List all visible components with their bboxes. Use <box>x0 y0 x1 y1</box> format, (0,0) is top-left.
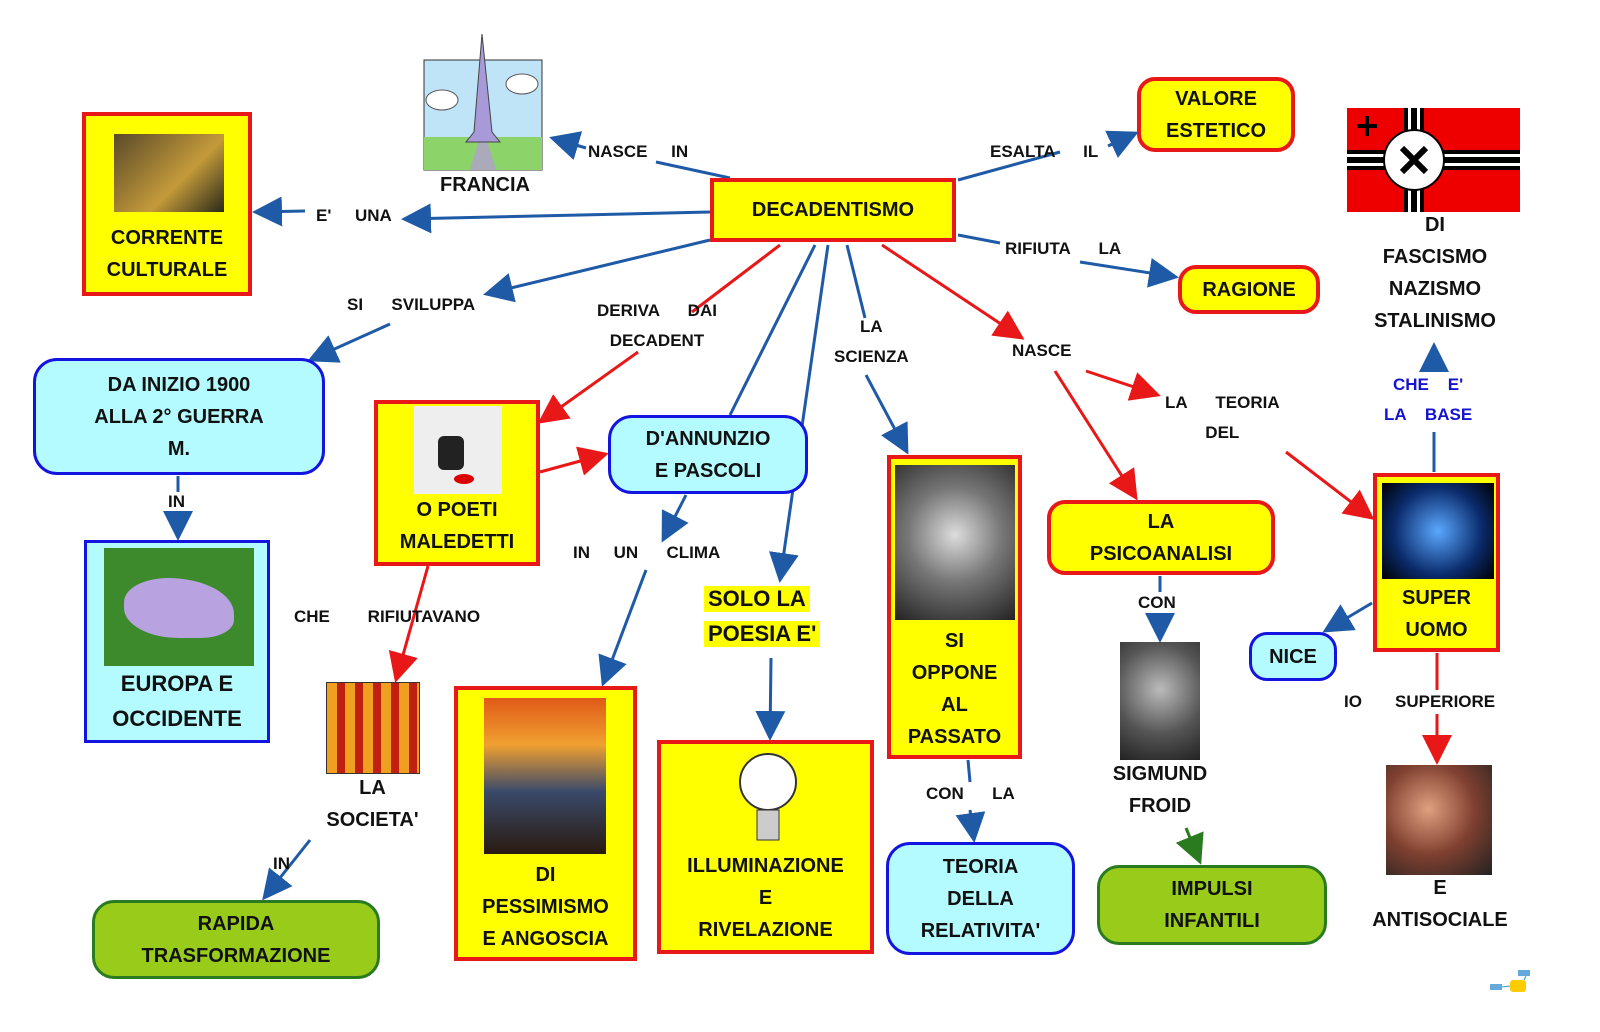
link-label: CHE RIFIUTAVANO <box>294 607 481 626</box>
link-label: E' UNA <box>316 206 392 225</box>
link-label: IO SUPERIORE <box>1344 692 1496 711</box>
link-label: CON <box>1138 593 1176 612</box>
node-teoria-relativita: TEORIA DELLA RELATIVITA' <box>886 842 1075 955</box>
society-picture <box>326 682 420 774</box>
einstein-picture <box>895 465 1015 620</box>
link-label: IN <box>168 492 185 511</box>
angry-man-picture <box>1386 765 1492 875</box>
link-label: LA TEORIA DEL <box>1165 393 1280 442</box>
link-label: RIFIUTA LA <box>1005 239 1122 258</box>
node-decadentismo: DECADENTISMO <box>710 178 956 242</box>
node-label: SUPER UOMO <box>1402 587 1471 641</box>
link-label: NASCE IN <box>588 142 689 161</box>
node-rapida-trasformazione: RAPIDA TRASFORMAZIONE <box>92 900 380 979</box>
europe-map-picture <box>104 548 254 666</box>
node-europa: EUROPA E OCCIDENTE <box>84 540 270 743</box>
link-label: ESALTA IL <box>990 142 1099 161</box>
node-label: EUROPA E OCCIDENTE <box>112 671 242 731</box>
link-label: CHE E' LA BASE <box>1384 375 1473 424</box>
node-illuminazione: ILLUMINAZIONE E RIVELAZIONE <box>657 740 874 954</box>
node-label: CORRENTE CULTURALE <box>106 227 228 281</box>
link-label: CON LA <box>926 784 1015 803</box>
node-freud: SIGMUND FROID <box>1112 763 1208 817</box>
superman-picture <box>1382 483 1494 579</box>
node-label: SI OPPONE AL PASSATO <box>907 630 1002 748</box>
node-impulsi-infantili: IMPULSI INFANTILI <box>1097 865 1327 945</box>
light-bulb-icon <box>739 753 797 841</box>
link-label: IN UN CLIMA <box>573 543 721 562</box>
node-valore-estetico: VALORE ESTETICO <box>1137 77 1295 152</box>
node-ragione: RAGIONE <box>1178 265 1320 314</box>
link-label: NASCE <box>1012 341 1072 360</box>
node-dannunzio-pascoli: D'ANNUNZIO E PASCOLI <box>608 415 808 494</box>
text-solo-la: SOLO LA <box>704 586 810 612</box>
link-label: SI SVILUPPA <box>347 295 476 314</box>
flag-picture <box>1347 108 1520 212</box>
node-francia: FRANCIA <box>440 174 530 196</box>
node-label: DI PESSIMISMO E ANGOSCIA <box>482 864 609 950</box>
node-poeti-maledetti: O POETI MALEDETTI <box>374 400 540 566</box>
node-nice: NICE <box>1249 632 1337 681</box>
node-psicoanalisi: LA PSICOANALISI <box>1047 500 1275 575</box>
node-label: O POETI MALEDETTI <box>399 499 515 553</box>
node-antisociale: E ANTISOCIALE <box>1372 877 1508 931</box>
link-label: DERIVA DAI DECADENT <box>597 301 717 350</box>
node-societa: LA SOCIETA' <box>326 777 419 831</box>
eiffel-tower-picture <box>423 33 543 171</box>
node-label: ILLUMINAZIONE E RIVELAZIONE <box>687 855 844 941</box>
node-einstein: SI OPPONE AL PASSATO <box>887 455 1022 759</box>
link-label: LA SCIENZA <box>834 317 909 366</box>
node-periodo: DA INIZIO 1900 ALLA 2° GUERRA M. <box>33 358 325 475</box>
text-poesia-e: POESIA E' <box>704 621 821 647</box>
link-label: IN <box>273 854 290 873</box>
app-logo-icon <box>1490 970 1530 992</box>
freud-picture <box>1120 642 1200 760</box>
node-regimi: DI FASCISMO NAZISMO STALINISMO <box>1374 214 1496 332</box>
node-super-uomo: SUPER UOMO <box>1373 473 1500 652</box>
scream-picture <box>484 698 606 854</box>
inkwell-picture <box>414 406 502 494</box>
node-corrente-culturale: CORRENTE CULTURALE <box>82 112 252 296</box>
node-pessimismo: DI PESSIMISMO E ANGOSCIA <box>454 686 637 961</box>
newspaper-picture <box>114 134 224 212</box>
